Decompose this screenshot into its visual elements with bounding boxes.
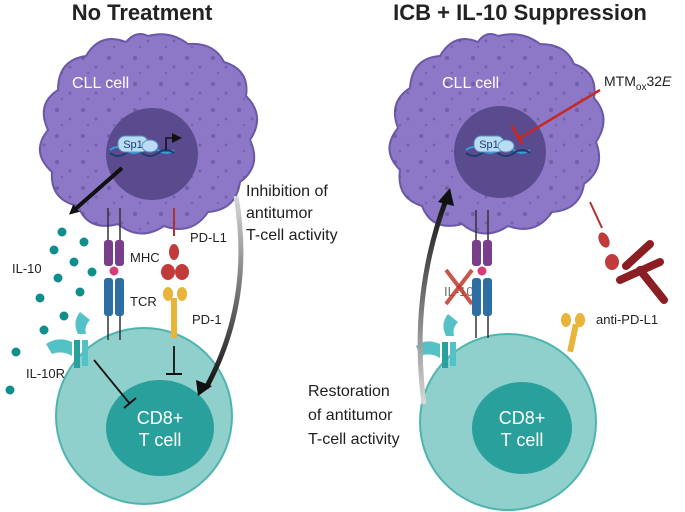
restoration-line3: T-cell activity [308,431,400,448]
tcr-label: TCR [130,294,157,309]
inhibition-line1: Inhibition of [246,183,328,200]
inhibition-arrow [203,195,244,390]
inhibition-arrow-head [196,380,212,396]
left-cd8-line2: T cell [139,430,182,450]
right-panel-title: ICB + IL-10 Suppression [393,0,647,25]
il10-cross-icon [444,268,474,306]
il10r-receptor [46,312,90,368]
restoration-arrow [417,199,449,405]
right-t-cell [419,333,597,511]
pd1-label: PD-1 [192,312,222,327]
left-cd8-line1: CD8+ [137,408,184,428]
right-pdl1 [589,201,619,270]
left-cll-cell [39,33,258,235]
pdl1-pd1-complex [161,208,189,338]
il10-label: IL-10 [12,261,42,276]
mhc-tcr-complex [104,208,124,340]
right-cll-cell [388,33,605,235]
left-cll-label: CLL cell [72,75,129,92]
right-cll-label: CLL cell [442,75,499,92]
left-panel-title: No Treatment [72,0,213,25]
restoration-line1: Restoration [308,383,390,400]
right-sp1-label: Sp1 [479,139,499,151]
left-sp1-label: Sp1 [123,139,143,151]
inhibition-line2: antitumor [246,205,313,222]
right-nucleus [454,106,546,198]
drug-label: MTMox32E [604,73,672,93]
right-mhc-tcr-complex [472,210,492,338]
right-pd1 [561,313,585,353]
left-nucleus [106,108,198,200]
right-cd8-line2: T cell [501,430,544,450]
anti-pdl1-antibody [616,240,668,304]
left-sp1-dna: Sp1 [109,133,182,157]
restoration-line2: of antitumor [308,407,393,424]
mhc-label: MHC [130,250,160,265]
right-cd8-line1: CD8+ [499,408,546,428]
anti-pdl1-label: anti-PD-L1 [596,312,658,327]
il10r-inhibit-line [93,359,131,405]
il10r-label: IL-10R [26,366,65,381]
il10-dots [5,227,97,395]
drug-inhibit-line [519,88,601,140]
il10-secretion-arrow [68,166,124,215]
inhibition-line3: T-cell activity [246,227,338,244]
il10r-inhibit-bar [123,397,137,409]
right-sp1-dna: Sp1 [465,135,531,157]
pdl1-label: PD-L1 [190,230,227,245]
left-t-cell [55,327,233,505]
drug-inhibit-bar [510,125,524,145]
restoration-arrow-head [438,188,454,206]
